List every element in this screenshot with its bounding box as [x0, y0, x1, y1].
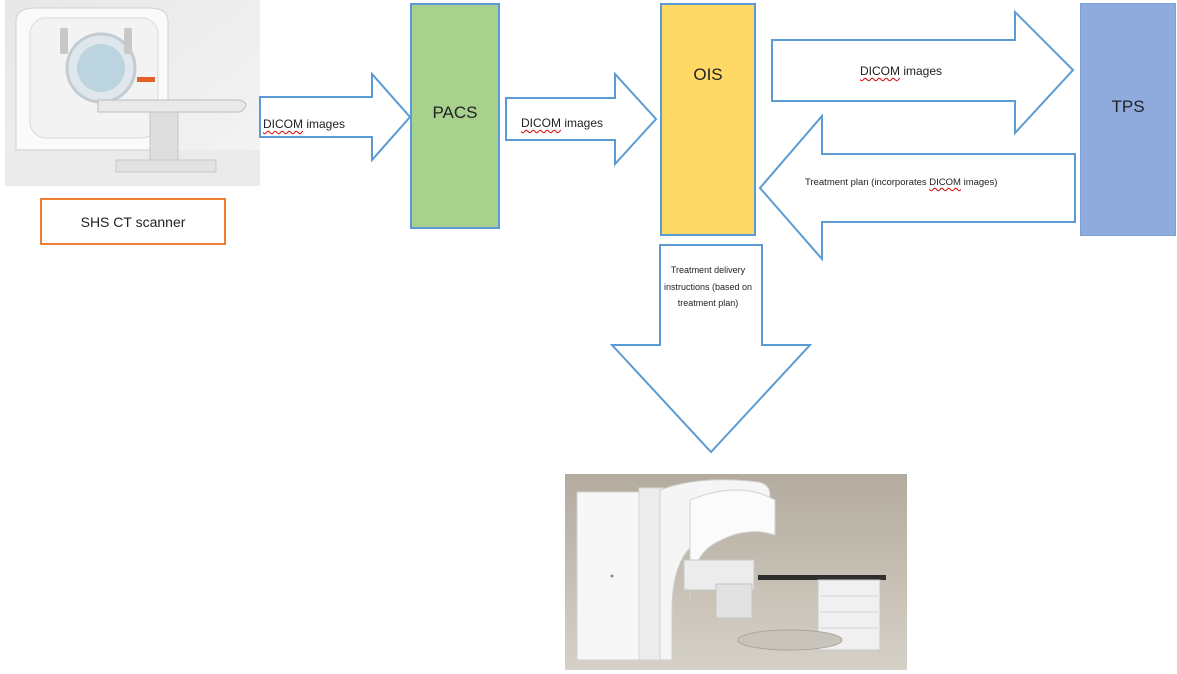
arrow-pacs-to-ois	[505, 71, 658, 167]
ois-to-linac-label: Treatment delivery instructions (based o…	[663, 265, 753, 308]
ct-scanner-label-text: SHS CT scanner	[80, 213, 186, 230]
tps-to-ois-label-word: DICOM	[929, 177, 961, 188]
pacs-to-ois-label-word2: images	[561, 116, 604, 130]
ois-to-tps-label: DICOM images	[860, 64, 942, 78]
ois-box: OIS	[660, 3, 756, 236]
tps-to-ois-label-pre: Treatment plan (incorporates	[805, 177, 930, 188]
pacs-label: PACS	[432, 103, 478, 122]
tps-box: TPS	[1080, 3, 1176, 236]
ct-scanner-label: SHS CT scanner	[40, 198, 226, 245]
ct-to-pacs-label: DICOM images	[263, 117, 345, 131]
arrow-tps-to-ois	[758, 113, 1076, 262]
arrow-ct-to-pacs	[259, 71, 412, 163]
tps-to-ois-label-post: images)	[960, 177, 998, 188]
pacs-to-ois-label: DICOM images	[521, 116, 603, 130]
pacs-box: PACS	[410, 3, 500, 229]
ois-label: OIS	[693, 65, 723, 84]
arrow-ois-to-tps	[771, 9, 1075, 136]
tps-label: TPS	[1111, 97, 1145, 116]
arrow-ois-to-linac	[609, 244, 813, 454]
ois-to-tps-label-word1: DICOM	[860, 64, 900, 78]
pacs-to-ois-label-word1: DICOM	[521, 116, 561, 130]
ct-to-pacs-label-word1: DICOM	[263, 117, 303, 131]
ct-to-pacs-label-word2: images	[303, 117, 346, 131]
ois-to-tps-label-word2: images	[900, 64, 943, 78]
tps-to-ois-label: Treatment plan (incorporates DICOM image…	[805, 177, 997, 188]
